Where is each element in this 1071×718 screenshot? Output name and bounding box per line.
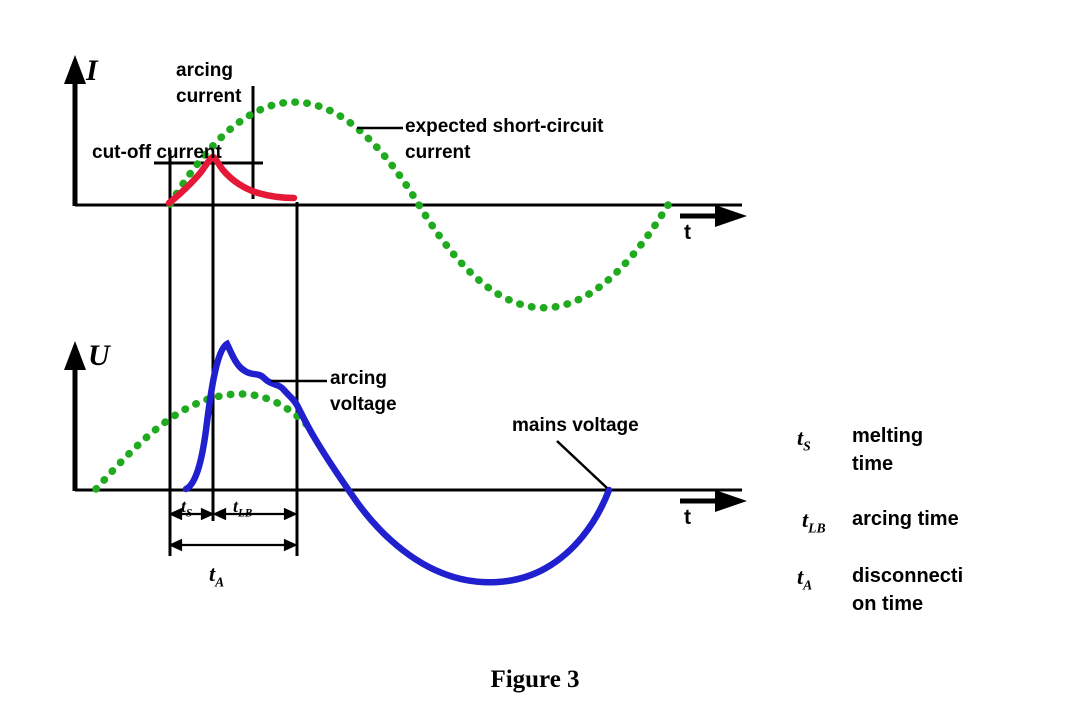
cut-off-current-label: cut-off current: [92, 142, 222, 163]
bottom-t-axis-label: t: [684, 506, 691, 529]
arcing-voltage-label-line2: voltage: [330, 394, 397, 415]
arcing-time-symbol-subscript: LB: [238, 507, 253, 520]
arcing-time-symbol-letter: t: [233, 496, 239, 516]
mains-voltage-label: mains voltage: [512, 415, 639, 436]
expected-short-circuit-current-curve: [166, 98, 672, 312]
arcing-voltage-label: arcing voltage: [330, 366, 397, 418]
melting-time-arrowhead-left: [168, 507, 183, 521]
mains-voltage-prospective-curve: [92, 390, 317, 493]
legend-symbol-disconnection-letter: t: [797, 564, 804, 589]
expected-short-circuit-label-line2: current: [405, 142, 471, 163]
time-interval-arrows: [168, 507, 298, 552]
mains-voltage-pointer-line: [556, 440, 608, 489]
legend-label-melting-line1: melting: [852, 425, 924, 447]
arcing-time-arrowhead-right: [283, 507, 298, 521]
legend-symbol-disconnection-subscript: A: [803, 577, 813, 593]
arcing-voltage-label-line1: arcing: [330, 368, 388, 389]
top-t-axis-arrowhead: [715, 205, 747, 227]
melting-time-arrowhead-right: [200, 507, 215, 521]
legend-label-arcing-line1: arcing time: [852, 508, 959, 530]
arcing-voltage-curve: [182, 339, 613, 586]
arcing-current-label: arcing current: [176, 58, 241, 110]
legend-label-disconnection-line2: on time: [852, 593, 924, 615]
axis-arrowheads: [64, 55, 747, 512]
bottom-y-axis-arrowhead: [64, 341, 86, 370]
bottom-t-axis-arrowhead: [715, 490, 747, 512]
melting-time-symbol: tS: [181, 496, 193, 520]
disconnection-time-symbol-letter: t: [209, 561, 216, 586]
legend-label-melting: melting time: [852, 422, 923, 478]
arcing-current-label-line2: current: [176, 86, 242, 107]
legend-label-melting-line2: time: [852, 453, 894, 475]
label-pointer-lines: [271, 126, 608, 489]
legend-symbol-disconnection: tA: [797, 564, 813, 593]
melting-time-symbol-subscript: S: [186, 507, 193, 520]
arcing-current-label-line1: arcing: [176, 60, 234, 81]
disconnection-time-symbol: tA: [209, 561, 225, 590]
top-y-axis-arrowhead: [64, 55, 86, 84]
legend-symbol-arcing-subscript: LB: [808, 520, 826, 536]
top-t-axis-label: t: [684, 221, 691, 244]
legend-symbol-melting-subscript: S: [803, 438, 811, 454]
arcing-time-symbol: tLB: [233, 496, 253, 520]
expected-short-circuit-label: expected short-circuit current: [405, 114, 604, 166]
disconnection-time-arrowhead-right: [283, 538, 298, 552]
disconnection-time-arrowhead-left: [168, 538, 183, 552]
figure-caption: Figure 3: [490, 666, 580, 693]
top-y-axis-label: I: [86, 54, 98, 87]
legend-symbol-melting: tS: [797, 425, 811, 454]
legend-symbol-arcing-letter: t: [802, 507, 809, 532]
disconnection-time-symbol-subscript: A: [215, 574, 225, 590]
expected-short-circuit-label-line1: expected short-circuit: [405, 116, 604, 137]
legend-symbol-arcing: tLB: [802, 507, 826, 536]
legend-label-arcing: arcing time: [852, 505, 959, 533]
cut-off-current-curve: [165, 153, 298, 207]
bottom-y-axis-label: U: [88, 339, 110, 372]
melting-time-symbol-letter: t: [181, 496, 187, 516]
legend-label-disconnection-line1: disconnecti: [852, 565, 964, 587]
legend-label-disconnection: disconnecti on time: [852, 562, 963, 618]
arcing-time-arrowhead-left: [212, 507, 227, 521]
legend-symbol-melting-letter: t: [797, 425, 804, 450]
